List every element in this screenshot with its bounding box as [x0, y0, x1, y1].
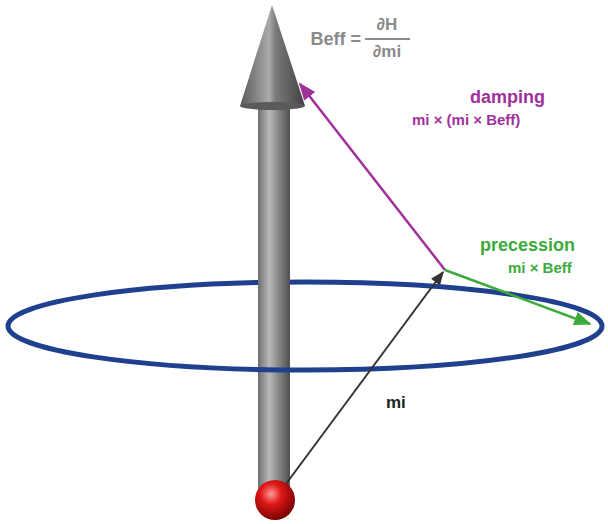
fraction-numerator: ∂H [377, 16, 398, 35]
spin-atom [255, 480, 295, 520]
precession-vector [445, 270, 590, 324]
field-label: Beff = [310, 30, 361, 50]
precession-orbit [8, 282, 602, 326]
field-arrow-shaft [258, 100, 290, 492]
field-arrow-head-base [240, 102, 305, 110]
damping-formula: mi × (mi × Beff) [412, 112, 520, 129]
moment-label: mi [386, 394, 406, 413]
precession-formula: mi × Beff [508, 260, 572, 277]
field-arrow-head [240, 5, 305, 106]
fraction-denominator: ∂mi [373, 43, 401, 62]
damping-label: damping [470, 88, 545, 108]
fraction-bar [365, 38, 410, 40]
precession-orbit [8, 326, 602, 370]
precession-label: precession [480, 236, 575, 256]
moment-vector [280, 272, 443, 492]
